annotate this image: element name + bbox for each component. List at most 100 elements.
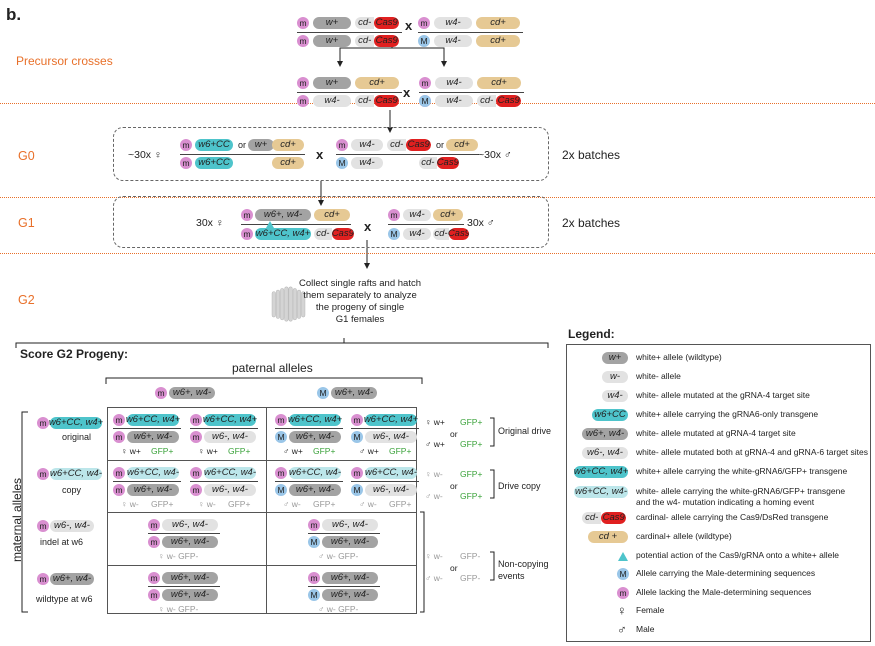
g2-outcome-col-divider bbox=[107, 407, 267, 614]
legend-text: white+ allele (wildtype) bbox=[636, 352, 722, 362]
female-allele-circle: m bbox=[148, 536, 160, 548]
female-allele-circle: m bbox=[241, 228, 253, 240]
female-allele-circle: m bbox=[297, 95, 309, 107]
female-allele-circle: m bbox=[148, 589, 160, 601]
phenotype-sex: ♀ w- bbox=[121, 499, 139, 509]
score-g2-title: Score G2 Progeny: bbox=[20, 347, 129, 361]
cas9-action-triangle bbox=[266, 221, 274, 228]
allele-pill: w6+, w4- bbox=[322, 589, 378, 601]
female-allele-circle: m bbox=[37, 520, 49, 532]
phenotype-sex: ♂ w- bbox=[359, 499, 377, 509]
legend-text: and the w4- mutation indicating a homing… bbox=[636, 497, 815, 507]
chromosome-line bbox=[148, 586, 220, 587]
chromosome-line bbox=[190, 481, 258, 482]
cd-cas9-allele: cd-Cas9 bbox=[419, 157, 459, 169]
male-allele-circle: M bbox=[308, 589, 320, 601]
row-label-copy: copy bbox=[62, 485, 82, 495]
female-allele-circle: m bbox=[190, 467, 202, 479]
legend-text: white+ allele carrying the gRNA6-only tr… bbox=[636, 409, 819, 419]
chromosome-line bbox=[113, 481, 181, 482]
chromosome-line bbox=[241, 224, 351, 225]
collect-text-line: Collect single rafts and hatch bbox=[299, 278, 421, 289]
allele-pill: cd+ bbox=[272, 157, 304, 169]
summary-gfp: GFP- bbox=[460, 573, 481, 583]
allele-pill: cd+ bbox=[314, 209, 350, 221]
legend-allele-symbol: w+ bbox=[602, 352, 628, 364]
g0-female-count: ~30x ♀ bbox=[128, 149, 162, 161]
allele-pill: w6+CC, w4- bbox=[127, 467, 179, 479]
allele-pill: w6+, w4- bbox=[162, 536, 218, 548]
cd-cas9-allele: cd-Cas9 bbox=[477, 95, 521, 107]
g1-male-count: 30x ♂ bbox=[467, 217, 495, 229]
allele-pill: w6+, w4- bbox=[162, 589, 218, 601]
cd-segment: cd- bbox=[355, 17, 375, 29]
cd-segment: cd- bbox=[355, 35, 375, 47]
chromosome-line bbox=[113, 428, 181, 429]
panel-label: b. bbox=[6, 5, 22, 24]
allele-pill: w4- bbox=[434, 35, 472, 47]
female-allele-circle: m bbox=[190, 414, 202, 426]
cross-symbol: x bbox=[405, 18, 413, 33]
allele-pill: cd+ bbox=[476, 35, 520, 47]
male-allele-circle: M bbox=[308, 536, 320, 548]
legend-box bbox=[566, 344, 871, 642]
cas9-segment: Cas9 bbox=[406, 139, 431, 151]
female-allele-circle: m bbox=[297, 35, 309, 47]
phenotype: ♂ w- GFP- bbox=[318, 604, 359, 614]
egg-raft-icon bbox=[268, 280, 308, 328]
allele-pill: w4- bbox=[435, 95, 473, 107]
g0-male-count: ~30x ♂ bbox=[478, 149, 512, 161]
paternal-bracket bbox=[105, 377, 423, 384]
allele-pill: w6+CC bbox=[195, 157, 233, 169]
allele-pill: w6+, w4- bbox=[127, 484, 179, 496]
allele-pill: w6+CC, w4+ bbox=[363, 414, 419, 426]
cd-segment: cd- bbox=[387, 139, 407, 151]
collect-text-line: G1 females bbox=[335, 314, 385, 325]
phenotype-gfp: GFP+ bbox=[389, 499, 412, 509]
allele-pill: cd+ bbox=[476, 17, 520, 29]
allele-pill: cd+ bbox=[272, 139, 304, 151]
chromosome-line bbox=[388, 224, 464, 225]
allele-pill: w6+CC, w4+ bbox=[125, 414, 181, 426]
summary-bracket bbox=[490, 417, 495, 447]
summary-or: or bbox=[450, 563, 458, 573]
drive-copy-label: Drive copy bbox=[498, 481, 541, 491]
allele-pill: cd+ bbox=[446, 139, 478, 151]
allele-pill: w6+CC, w4+ bbox=[255, 228, 311, 240]
cd-segment: cd- bbox=[314, 228, 332, 240]
female-allele-circle: m bbox=[37, 417, 49, 429]
allele-pill: cd+ bbox=[477, 77, 521, 89]
cas9-segment: Cas9 bbox=[374, 95, 399, 107]
allele-pill: w6-, w4- bbox=[365, 484, 417, 496]
or-label: or bbox=[436, 140, 445, 150]
chromosome-line bbox=[180, 154, 305, 155]
g1-female-count: 30x ♀ bbox=[196, 217, 224, 229]
chromosome-line bbox=[351, 481, 419, 482]
female-allele-circle: m bbox=[190, 484, 202, 496]
phenotype: ♀ w- GFP- bbox=[158, 551, 199, 561]
summary-sex: ♂ w+ bbox=[425, 439, 445, 449]
allele-pill: w6-, w4- bbox=[162, 519, 218, 531]
row-label-wildtype: wildtype at w6 bbox=[36, 594, 93, 604]
legend-title: Legend: bbox=[568, 327, 615, 341]
legend-text: white- allele carrying the white-gRNA6/G… bbox=[636, 486, 846, 496]
female-allele-circle: m bbox=[275, 467, 287, 479]
allele-pill: w6+, w4- bbox=[162, 572, 218, 584]
paternal-alleles-label: paternal alleles bbox=[232, 361, 313, 375]
allele-pill: w+ bbox=[313, 17, 351, 29]
allele-pill: w6+CC, w4- bbox=[204, 467, 256, 479]
female-allele-circle: m bbox=[297, 77, 309, 89]
g0-batches: 2x batches bbox=[562, 148, 621, 162]
cas9-segment: Cas9 bbox=[496, 95, 521, 107]
legend-text: Male bbox=[636, 624, 655, 634]
generation-separator bbox=[0, 197, 875, 198]
summary-sex: ♀ w- bbox=[425, 551, 443, 561]
cas9-segment: Cas9 bbox=[601, 512, 626, 524]
g1-box bbox=[113, 196, 549, 248]
female-allele-circle: m bbox=[180, 157, 192, 169]
legend-allele-symbol: w6+, w4- bbox=[582, 428, 628, 440]
summary-gfp: GFP+ bbox=[460, 439, 483, 449]
phenotype-sex: ♂ w- bbox=[283, 499, 301, 509]
cd-segment: cd- bbox=[582, 512, 602, 524]
